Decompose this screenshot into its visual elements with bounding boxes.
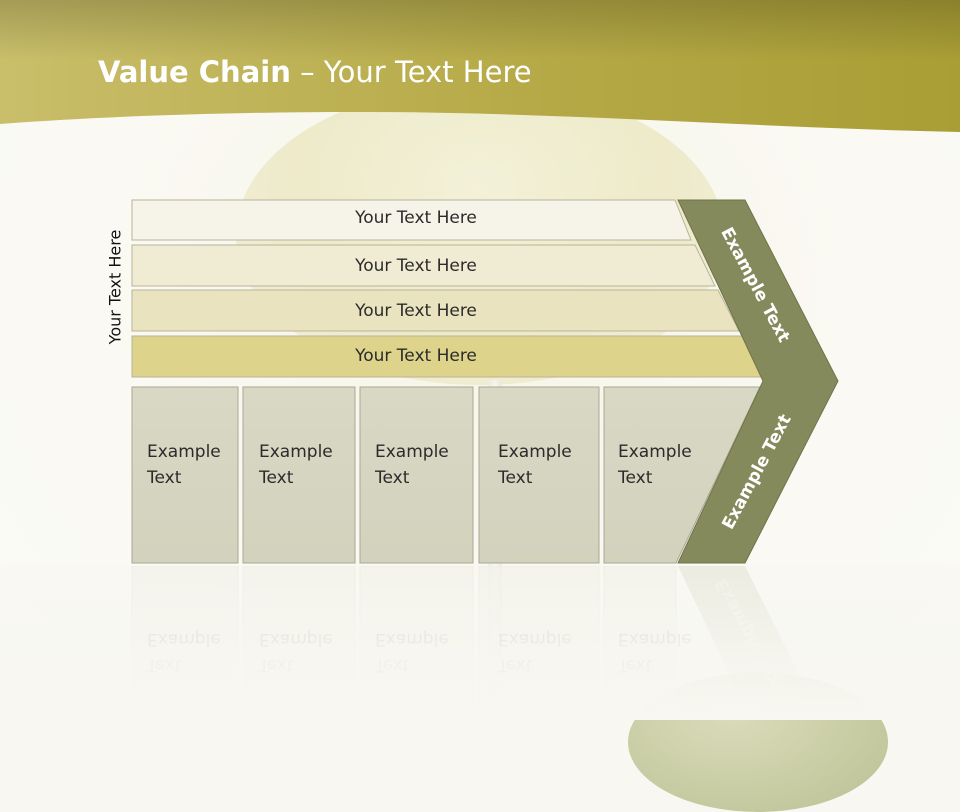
box-4 [478, 386, 600, 564]
box-1 [131, 386, 239, 564]
header-band [0, 0, 960, 132]
row-2-label: Your Text Here [355, 256, 477, 276]
box-3 [359, 386, 474, 564]
reflection-fade [0, 566, 960, 720]
row-1-label: Your Text Here [355, 208, 477, 228]
row-3-label: Your Text Here [355, 301, 477, 321]
value-chain-diagram [131, 199, 839, 564]
box-5 [603, 386, 761, 564]
box-2 [242, 386, 356, 564]
row-2 [131, 244, 716, 287]
row-4-label: Your Text Here [355, 346, 477, 366]
row-1 [131, 199, 692, 241]
page-title: Value Chain – Your Text Here [98, 55, 532, 89]
chevron-arrow [677, 199, 839, 564]
